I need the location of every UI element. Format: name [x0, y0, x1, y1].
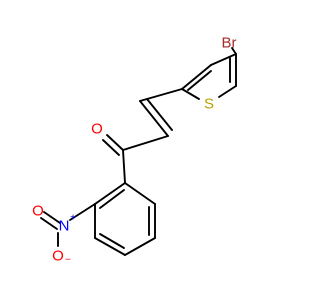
enone-chain: [102, 88, 183, 184]
thiophene-ring: [181, 47, 237, 100]
bond-b6-b1: [94, 182, 126, 205]
nitro-oxygen-charge: −: [65, 255, 71, 266]
bond-n-o-top-a: [43, 211, 61, 224]
bond-carbonyl-benzene: [122, 149, 126, 184]
bond-c2-c3-double: [187, 70, 212, 91]
sulfur-label: S: [204, 96, 214, 113]
bond-b3-b4: [124, 237, 156, 256]
bond-b1-b2: [124, 182, 156, 205]
carbonyl-oxygen-label: O: [91, 121, 103, 138]
bond-b6-b1-inner: [99, 189, 125, 209]
nitro-group: [40, 203, 96, 247]
nitro-oxygen-single-label: O: [52, 248, 64, 265]
bond-b4-b5: [94, 237, 126, 256]
nitro-oxygen-double-label: O: [32, 203, 44, 220]
bond-vinyl-double-a: [139, 100, 169, 137]
bond-c2-c3: [181, 64, 212, 90]
nitro-nitrogen-charge: +: [70, 213, 76, 224]
bond-vinyl-double-b: [146, 98, 173, 131]
benzene-ring: [94, 182, 156, 256]
bond-b4-b5-inner: [99, 233, 125, 249]
bond-c5-s: [218, 85, 237, 98]
bond-b6-n: [69, 203, 96, 221]
bond-c4-br: [231, 47, 237, 55]
nitro-nitrogen-label: N: [59, 218, 70, 235]
bond-c3-c4: [210, 53, 237, 66]
bond-carbonyl-co-b: [102, 139, 120, 156]
bond-s-c2: [181, 88, 200, 100]
bond-carbonyl-co-a: [106, 134, 124, 151]
bromine-label: Br: [222, 35, 237, 52]
bond-vinyl-carbonyl: [122, 135, 169, 151]
molecule-structure-diagram: Br S O N + O O −: [32, 35, 237, 266]
bond-n-o-top-b: [40, 217, 58, 230]
